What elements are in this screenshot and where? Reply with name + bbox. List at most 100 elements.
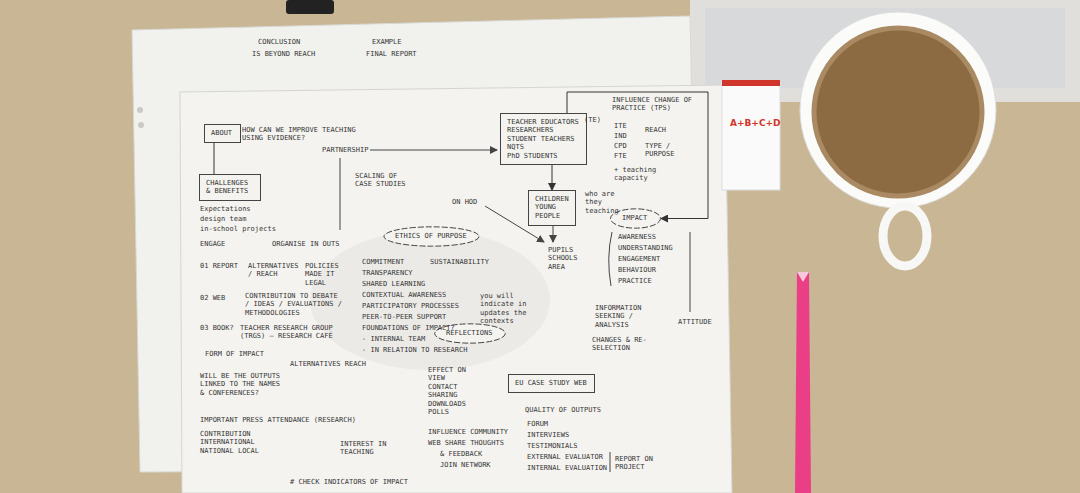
pencil <box>795 272 811 493</box>
handwritten-note: you will indicate in updates the context… <box>480 292 538 326</box>
handwritten-note: + teaching capacity <box>614 166 662 183</box>
handwritten-note: WEB SHARE THOUGHTS <box>428 439 504 447</box>
node-text: PhD STUDENTS <box>507 152 580 160</box>
handwritten-note: 01 REPORT <box>200 262 238 270</box>
handwritten-note: REACH <box>645 126 666 134</box>
handwritten-note: TEACHER RESEARCH GROUP (TRGS) — RESEARCH… <box>240 324 350 341</box>
handwritten-note: INFLUENCE CHANGE OF PRACTICE (TPS) <box>612 96 696 113</box>
card-print: A+B+C+D <box>730 118 781 129</box>
handwritten-note: (TE) <box>584 116 601 124</box>
handwritten-note: design team <box>200 215 246 223</box>
connector <box>552 165 553 190</box>
handwritten-note: FORM OF IMPACT <box>205 350 264 358</box>
handwritten-note: - INTERNAL TEAM <box>362 335 425 343</box>
dark-object <box>286 0 334 14</box>
handwritten-note: ENGAGEMENT <box>618 255 660 263</box>
handwritten-note: PEER-TO-PEER SUPPORT <box>362 313 446 321</box>
handwritten-note: CONCLUSION <box>258 38 300 46</box>
boxed-note: TEACHER EDUCATORSRESEARCHERSSTUDENT TEAC… <box>500 113 587 165</box>
pointer-line <box>340 158 341 230</box>
node-text: ABOUT <box>211 129 234 137</box>
boxed-note: EU CASE STUDY WEB <box>508 374 595 393</box>
handwritten-note: EXTERNAL EVALUATOR <box>527 453 603 461</box>
handwritten-note: ATTITUDE <box>678 318 712 326</box>
handwritten-note: PUPILS SCHOOLS AREA <box>548 246 588 271</box>
pointer-line <box>370 150 497 151</box>
handwritten-note: WILL BE THE OUTPUTS LINKED TO THE NAMES … <box>200 372 285 397</box>
handwritten-note: 03 BOOK? <box>200 324 234 332</box>
coffee-edge <box>814 28 982 196</box>
handwritten-note: INTERNAL EVALUATION <box>527 464 607 472</box>
handwritten-note: SHARED LEARNING <box>362 280 425 288</box>
node-text: CHALLENGES & BENEFITS <box>206 179 254 196</box>
node-text: NQTS <box>507 143 580 151</box>
handwritten-note: INTEREST IN TEACHING <box>340 440 390 457</box>
boxed-note: ABOUT <box>204 124 241 143</box>
handwritten-note: UNDERSTANDING <box>618 244 673 252</box>
handwritten-note: & FEEDBACK <box>440 450 482 458</box>
bracket <box>610 452 611 472</box>
handwritten-note: CHANGES & RE-SELECTION <box>592 336 658 353</box>
handwritten-note: INTERVIEWS <box>527 431 569 439</box>
handwritten-note: PARTNERSHIP <box>322 146 368 154</box>
handwritten-note: QUALITY OF OUTPUTS <box>525 406 601 414</box>
cup-handle <box>883 206 927 266</box>
handwritten-note: EFFECT ON VIEW CONTACT SHARING DOWNLOADS… <box>428 366 476 416</box>
handwritten-note: FTE <box>614 152 627 160</box>
handwritten-note: POLICIES MADE IT LEGAL <box>305 262 355 287</box>
handwritten-note: INFORMATION SEEKING / ANALYSIS <box>595 304 657 329</box>
node-text: EU CASE STUDY WEB <box>515 379 588 387</box>
handwritten-note: BEHAVIOUR <box>618 266 656 274</box>
handwritten-note: JOIN NETWORK <box>440 461 491 469</box>
handwritten-note: ALTERNATIVES / REACH <box>248 262 303 279</box>
boxed-note: CHALLENGES & BENEFITS <box>199 174 261 201</box>
handwritten-note: 02 WEB <box>200 294 225 302</box>
handwritten-note: TESTIMONIALS <box>527 442 578 450</box>
node-text: RESEARCHERS <box>507 126 580 134</box>
handwritten-note: who are they teaching <box>585 190 627 215</box>
handwritten-note: ENGAGE <box>200 240 225 248</box>
handwritten-note: EXAMPLE <box>372 38 402 46</box>
node-text: CHILDREN YOUNG PEOPLE <box>535 195 569 220</box>
handwritten-note: CONTEXTUAL AWARENESS <box>362 291 446 299</box>
handwritten-note: COMMITMENT <box>362 258 404 266</box>
handwritten-note: ON HOD <box>452 198 477 206</box>
handwritten-note: SCALING OF CASE STUDIES <box>355 172 410 189</box>
handwritten-note: Expectations <box>200 205 251 213</box>
card-band <box>722 80 780 86</box>
node-text: ETHICS OF PURPOSE <box>395 232 468 240</box>
boxed-note: CHILDREN YOUNG PEOPLE <box>528 190 576 226</box>
handwritten-note: TRANSPARENCY <box>362 269 413 277</box>
cup-rim <box>800 12 996 208</box>
pencil-smudge <box>310 230 550 370</box>
node-text: TEACHER EDUCATORS <box>507 118 580 126</box>
connector <box>214 143 215 174</box>
handwritten-note: INFLUENCE COMMUNITY <box>428 428 508 436</box>
handwritten-note: FOUNDATIONS OF IMPACT? <box>362 324 455 332</box>
coffee <box>814 28 982 196</box>
pointer-line <box>553 226 554 242</box>
handwritten-note: - IN RELATION TO RESEARCH <box>362 346 467 354</box>
handwritten-note: IND <box>614 132 627 140</box>
handwritten-note: FORUM <box>527 420 548 428</box>
punch-hole <box>138 122 144 128</box>
card <box>722 80 780 190</box>
connector <box>567 92 708 219</box>
handwritten-note: CONTRIBUTION INTERNATIONAL NATIONAL LOCA… <box>200 430 260 455</box>
pencil-tip <box>797 272 809 282</box>
handwritten-note: REPORT ON PROJECT <box>615 455 655 472</box>
node-text: STUDENT TEACHERS <box>507 135 580 143</box>
front-paper <box>180 85 732 493</box>
cloud-bubble: ETHICS OF PURPOSE <box>383 226 480 247</box>
cloud-outline <box>384 227 479 246</box>
handwritten-note: PRACTICE <box>618 277 652 285</box>
handwritten-note: ORGANISE IN OUTS <box>272 240 339 248</box>
handwritten-note: CONTRIBUTION TO DEBATE / IDEAS / EVALUAT… <box>245 292 345 317</box>
handwritten-note: SUSTAINABILITY <box>430 258 489 266</box>
handwritten-note: TYPE / PURPOSE <box>645 142 685 159</box>
pointer-line <box>690 232 691 312</box>
